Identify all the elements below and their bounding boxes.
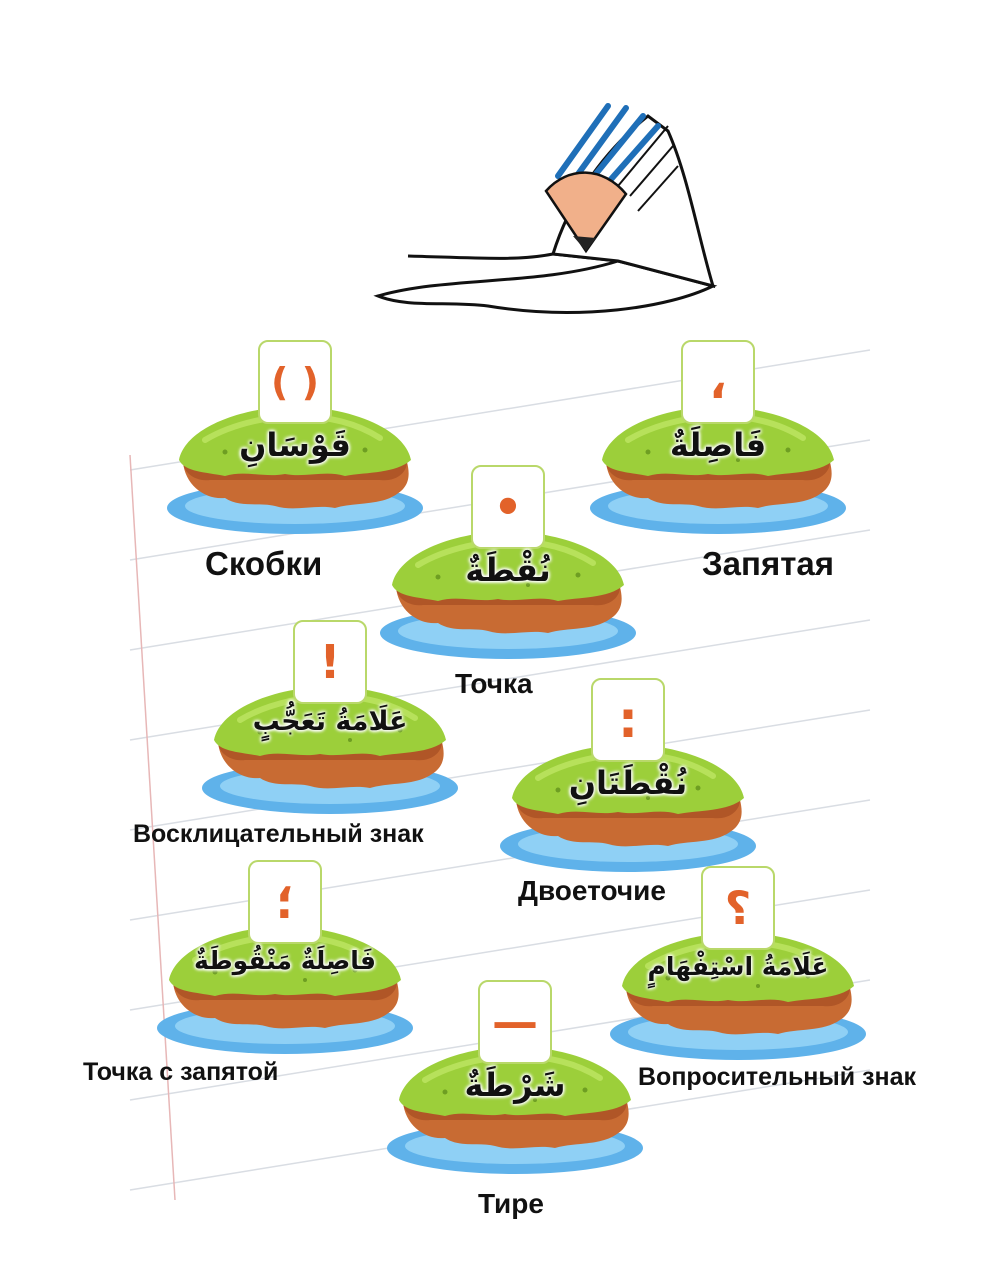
island-illustration (610, 932, 866, 1060)
caption-comma: Запятая (702, 545, 834, 582)
item-question: ؟عَلَامَةُ اسْتِفْهَامٍ (608, 866, 868, 1066)
sign-dash-symbol: — (478, 980, 552, 1064)
caption-dot: Точка (455, 668, 533, 699)
arabic-semicolon: فَاصِلَةٌ مَنْقُوطَةٌ (193, 946, 377, 975)
arabic-brackets: قَوْسَانِ (239, 426, 351, 464)
sign-exclamation-symbol: ! (293, 620, 367, 704)
item-comma: ،فَاصِلَةٌ (588, 340, 848, 540)
caption-semicolon: Точка с запятой (83, 1058, 279, 1086)
sign-colon-symbol: : (591, 678, 665, 762)
item-exclamation: !عَلَامَةُ تَعَجُّبٍ (200, 620, 460, 820)
sign-comma-symbol: ، (681, 340, 755, 424)
item-dash: —شَرْطَةٌ (385, 980, 645, 1180)
island-illustration (380, 531, 636, 659)
arabic-exclamation: عَلَامَةُ تَعَجُّبٍ (252, 706, 408, 737)
caption-question: Вопросительный знак (638, 1063, 917, 1091)
sign-dot-symbol: • (471, 465, 545, 549)
caption-dash: Тире (478, 1188, 544, 1219)
island-illustration (167, 406, 423, 534)
island-illustration (202, 686, 458, 814)
item-brackets: ( )قَوْسَانِ (165, 340, 425, 540)
island-illustration (157, 926, 413, 1054)
arabic-question: عَلَامَةُ اسْتِفْهَامٍ (647, 952, 829, 981)
island-illustration (387, 1046, 643, 1174)
caption-colon: Двоеточие (518, 875, 666, 906)
arabic-comma: فَاصِلَةٌ (669, 426, 767, 464)
pencil-illustration (373, 103, 718, 314)
arabic-dot: نُقْطَةٌ (465, 551, 551, 589)
sign-question-symbol: ؟ (701, 866, 775, 950)
arabic-dash: شَرْطَةٌ (464, 1066, 566, 1104)
item-colon: :نُقْطَتَانِ (498, 678, 758, 878)
sign-semicolon-symbol: ؛ (248, 860, 322, 944)
caption-exclamation: Восклицательный знак (133, 820, 424, 848)
caption-brackets: Скобки (205, 545, 323, 582)
item-dot: •نُقْطَةٌ (378, 465, 638, 665)
sign-brackets-symbol: ( ) (258, 340, 332, 424)
arabic-colon: نُقْطَتَانِ (568, 764, 688, 802)
item-semicolon: ؛فَاصِلَةٌ مَنْقُوطَةٌ (155, 860, 415, 1060)
island-illustration (500, 744, 756, 872)
